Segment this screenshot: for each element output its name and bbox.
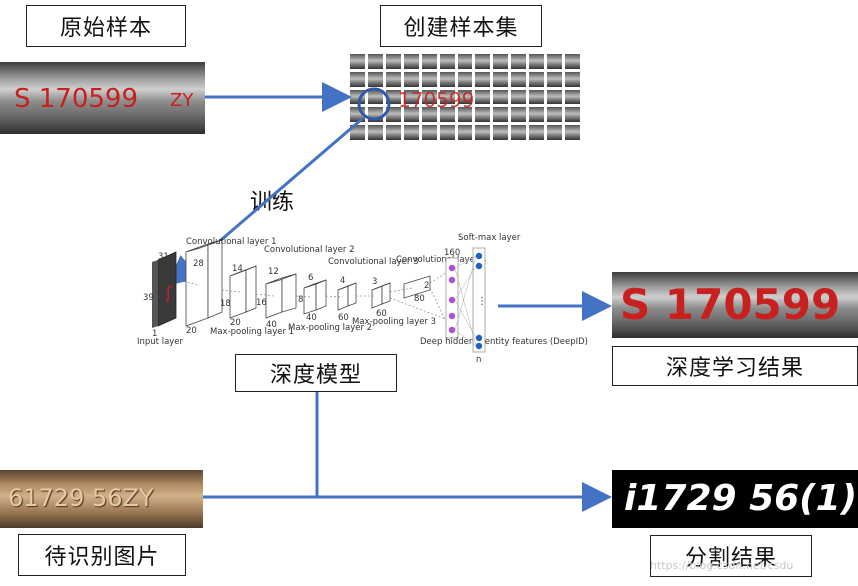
n18: 18 bbox=[220, 299, 231, 309]
softmax-n: n bbox=[476, 355, 481, 365]
result-text: S 170599 bbox=[620, 280, 841, 329]
n6: 6 bbox=[308, 273, 313, 283]
image-to-recognize-photo: 61729 56ZY bbox=[0, 470, 203, 528]
n160: 160 bbox=[444, 248, 460, 258]
n40a: 40 bbox=[266, 320, 277, 330]
original-sample-photo: S 170599 ZY bbox=[0, 62, 205, 134]
softmax-label: Soft-max layer bbox=[458, 233, 521, 243]
segmentation-result-photo: i1729 56(1) bbox=[612, 470, 858, 528]
pool1-label: Max-pooling layer 1 bbox=[210, 327, 294, 337]
conv3-block bbox=[337, 282, 357, 311]
train-label: 训练 bbox=[250, 190, 295, 215]
label-segmentation-result: 分割结果 bbox=[650, 535, 812, 577]
n60a: 60 bbox=[338, 313, 349, 323]
label-create-sample-set: 创建样本集 bbox=[380, 5, 542, 47]
n4: 4 bbox=[340, 276, 345, 286]
n28: 28 bbox=[193, 259, 204, 269]
input-n: 1 bbox=[152, 329, 157, 339]
n2: 2 bbox=[424, 281, 429, 291]
conv2-label: Convolutional layer 2 bbox=[264, 245, 355, 255]
n16: 16 bbox=[256, 298, 267, 308]
sample-grid-text: 170599 bbox=[398, 88, 475, 112]
label-deep-learning-result: 深度学习结果 bbox=[612, 346, 858, 386]
n14: 14 bbox=[232, 264, 243, 274]
n20a: 20 bbox=[186, 326, 197, 336]
fc-connections bbox=[454, 255, 477, 347]
conv4-block bbox=[403, 275, 431, 299]
softmax-column bbox=[472, 247, 486, 353]
deepid-label: Deep hidden identity features (DeepID) bbox=[420, 337, 588, 347]
conv1-block bbox=[185, 239, 223, 327]
pool3-label: Max-pooling layer 3 bbox=[352, 317, 436, 327]
original-sample-suffix: ZY bbox=[170, 90, 194, 111]
pool2-label: Max-pooling layer 2 bbox=[288, 323, 372, 333]
watermark: https://blog.csdn.net/csdu bbox=[650, 559, 794, 572]
original-sample-text: S 170599 bbox=[14, 84, 139, 114]
svg-text:ʃ: ʃ bbox=[165, 283, 172, 302]
conv3-label: Convolutional layer 3 bbox=[328, 257, 419, 267]
input-h: 31 bbox=[158, 252, 169, 262]
input-layer: ʃ bbox=[152, 251, 177, 328]
n80: 80 bbox=[414, 294, 425, 304]
n40b: 40 bbox=[306, 313, 317, 323]
label-original-sample: 原始样本 bbox=[26, 5, 186, 47]
label-deep-model: 深度模型 bbox=[235, 354, 397, 392]
conv1-label: Convolutional layer 1 bbox=[186, 237, 277, 247]
highlight-circle bbox=[357, 87, 391, 121]
segmented-text: i1729 56(1) bbox=[624, 478, 858, 519]
input-w: 39 bbox=[143, 293, 154, 303]
conv2-block bbox=[265, 273, 297, 319]
n8: 8 bbox=[298, 295, 303, 305]
to-recognize-text: 61729 56ZY bbox=[8, 484, 154, 512]
pool1-block bbox=[229, 265, 257, 319]
pool2-block bbox=[303, 279, 327, 315]
pool3-block bbox=[371, 282, 391, 309]
n12: 12 bbox=[268, 267, 279, 277]
input-layer-label: Input layer bbox=[137, 337, 184, 347]
dashed-connections bbox=[175, 269, 451, 331]
n20b: 20 bbox=[230, 318, 241, 328]
softmax-neurons bbox=[475, 252, 483, 350]
deepid-neurons bbox=[448, 264, 456, 334]
conv4-label: Convolutional layer 4 bbox=[396, 255, 487, 265]
svg-text:⋮: ⋮ bbox=[477, 296, 487, 307]
label-image-to-recognize: 待识别图片 bbox=[18, 534, 186, 576]
n60b: 60 bbox=[376, 309, 387, 319]
deep-learning-result-photo: S 170599 bbox=[612, 272, 858, 338]
n3: 3 bbox=[372, 277, 377, 287]
